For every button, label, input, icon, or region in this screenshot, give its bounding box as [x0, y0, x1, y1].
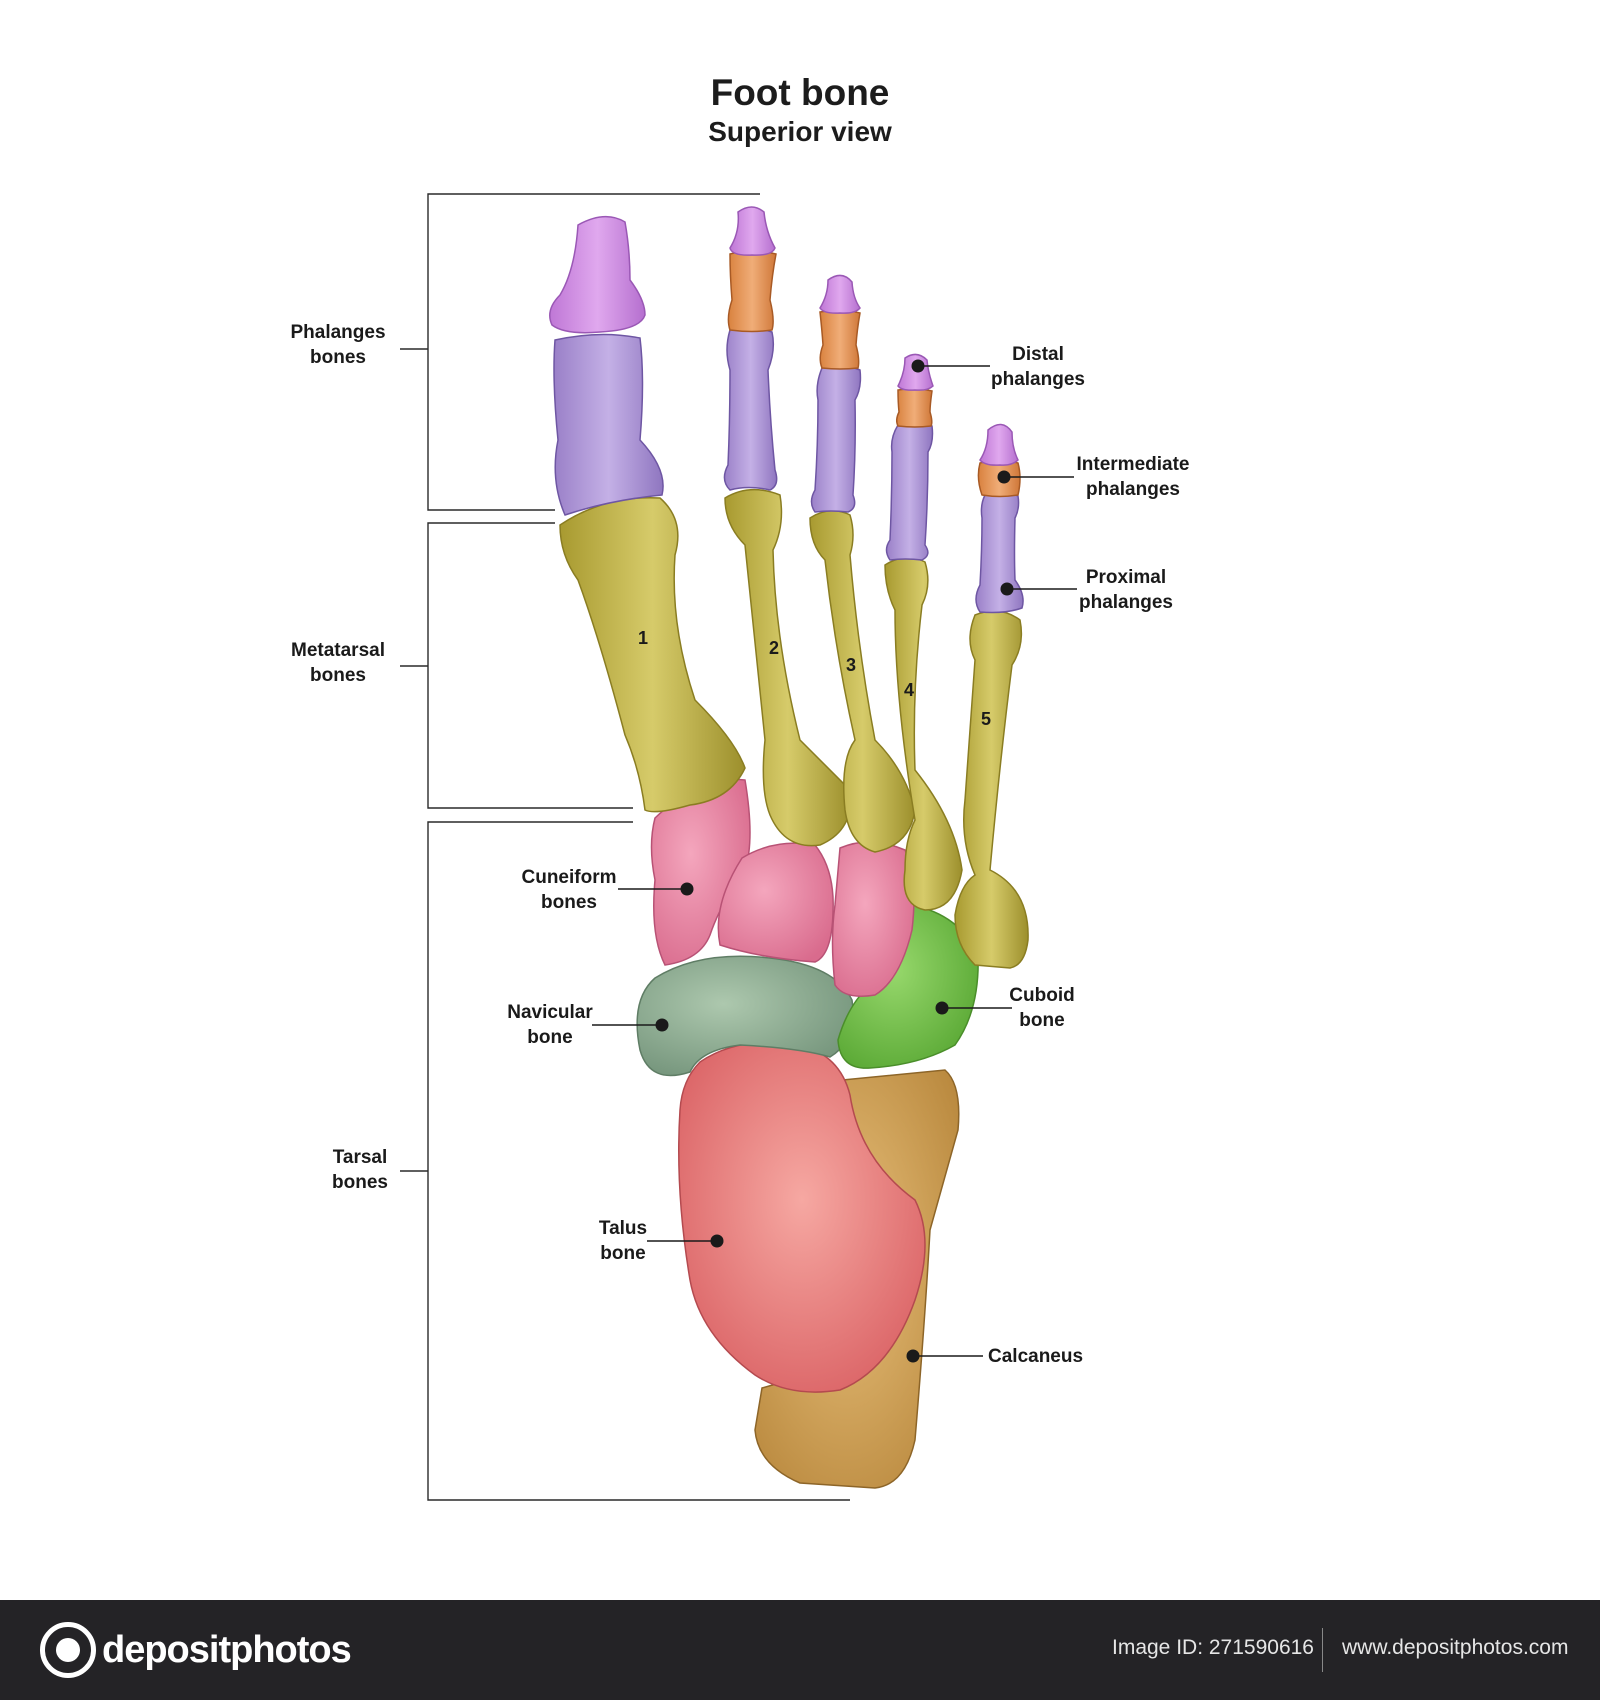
- cuneiform-dot: [680, 882, 694, 896]
- leader-lines: [592, 365, 1077, 1357]
- metatarsal-number-4: 4: [904, 680, 915, 700]
- metatarsal-number-3: 3: [846, 655, 857, 675]
- metatarsal-3-bone: [809, 509, 916, 853]
- intermediate-phalanges: [727, 250, 1021, 498]
- foot-illustration: [400, 193, 1077, 1501]
- intermediate-phalanx-4-bone: [895, 387, 933, 428]
- footer-bar: depositphotos Image ID: 271590616 www.de…: [0, 1600, 1600, 1700]
- proximal-phalanx-4-bone: [885, 422, 934, 561]
- distal-phalanges: [549, 206, 1019, 466]
- distal-phalanx-1-bone: [549, 216, 646, 334]
- distal-phalanx-2-bone: [729, 206, 776, 256]
- navicular-bone: [636, 955, 854, 1077]
- proximal-phalanx-3-bone: [810, 364, 862, 513]
- metatarsal-bones: [559, 489, 852, 847]
- metatarsal-number-5: 5: [981, 709, 992, 729]
- camera-icon: [40, 1622, 96, 1678]
- proximal-phalanges: [553, 327, 1024, 614]
- diagram-subtitle: Superior view: [708, 116, 892, 147]
- foot-bone-diagram: Foot bone Superior view: [290, 72, 1190, 1501]
- group-brackets: [400, 193, 850, 1501]
- image-id: Image ID: 271590616: [1112, 1636, 1314, 1659]
- distal-phalanx-3-bone: [819, 274, 861, 314]
- talus-dot: [710, 1234, 724, 1248]
- proximal-phalanx-5-bone: [975, 492, 1024, 614]
- leader-dots: [655, 359, 1014, 1363]
- metatarsal-2-bone: [724, 489, 852, 847]
- intermediate-dot: [997, 470, 1011, 484]
- metatarsal-5-bone: [954, 610, 1029, 969]
- proximal-phalanx-2-bone: [723, 327, 778, 491]
- intermediate-phalanx-2-bone: [727, 250, 777, 333]
- distal-phalanx-5-bone: [979, 423, 1019, 466]
- proximal-phalanx-1-bone: [553, 333, 664, 516]
- phalanges-bracket: [427, 193, 760, 511]
- metatarsal-1-bone: [559, 496, 746, 813]
- calcaneus-label: Calcaneus: [988, 1346, 1084, 1367]
- brand-logo[interactable]: depositphotos: [40, 1620, 352, 1680]
- cuboid-dot: [935, 1001, 949, 1015]
- diagram-title: Foot bone: [710, 72, 890, 113]
- distal-dot: [911, 359, 925, 373]
- site-link[interactable]: www.depositphotos.com: [1342, 1636, 1569, 1659]
- metatarsal-number-1: 1: [638, 628, 649, 648]
- metatarsal-number-2: 2: [769, 638, 780, 658]
- intermediate-phalanx-3-bone: [819, 309, 861, 370]
- lateral-cuneiform-bone: [831, 841, 915, 997]
- proximal-dot: [1000, 582, 1014, 596]
- distal-phalanx-4-bone: [897, 353, 934, 391]
- brand-name: depositphotos: [102, 1628, 352, 1671]
- medial-cuneiform-bone: [650, 778, 751, 966]
- tarsal-bracket: [427, 821, 850, 1501]
- footer-divider: [1322, 1628, 1323, 1672]
- navicular-dot: [655, 1018, 669, 1032]
- calcaneus-dot: [906, 1349, 920, 1363]
- talus-bone: [678, 1041, 926, 1393]
- metatarsal-4-bone: [884, 556, 963, 911]
